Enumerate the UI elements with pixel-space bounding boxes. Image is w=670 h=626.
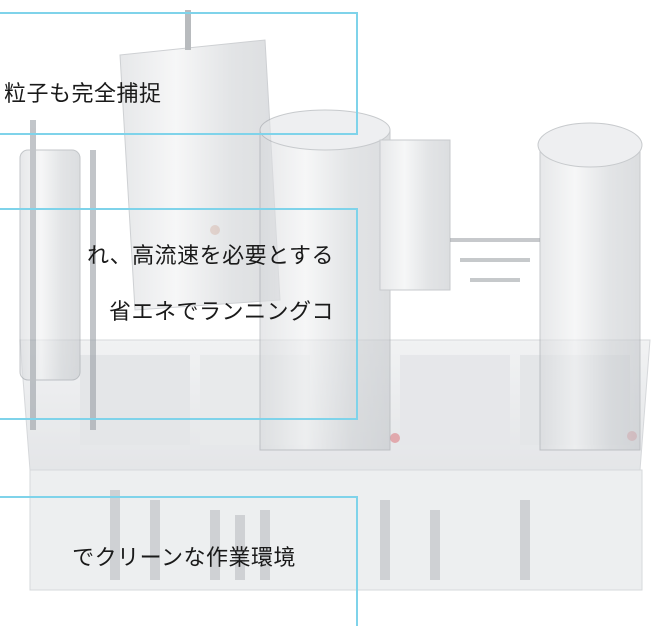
right-vessel — [537, 122, 643, 451]
callout-text: 省エネでランニングコ — [108, 300, 334, 325]
central-vessel — [259, 109, 451, 451]
callout-box-2: れ、高流速を必要とする 省エネでランニングコ — [0, 208, 358, 420]
callout-box-3: でクリーンな作業環境 — [0, 496, 358, 626]
callout-text: れ、高流速を必要とする — [86, 244, 334, 269]
callout-text: でクリーンな作業環境 — [72, 546, 296, 571]
callout-box-1: 粒子も完全捕捉 — [0, 12, 358, 135]
filter-cartridge — [19, 120, 96, 430]
callout-text: 粒子も完全捕捉 — [4, 82, 162, 107]
pipework — [450, 238, 540, 282]
